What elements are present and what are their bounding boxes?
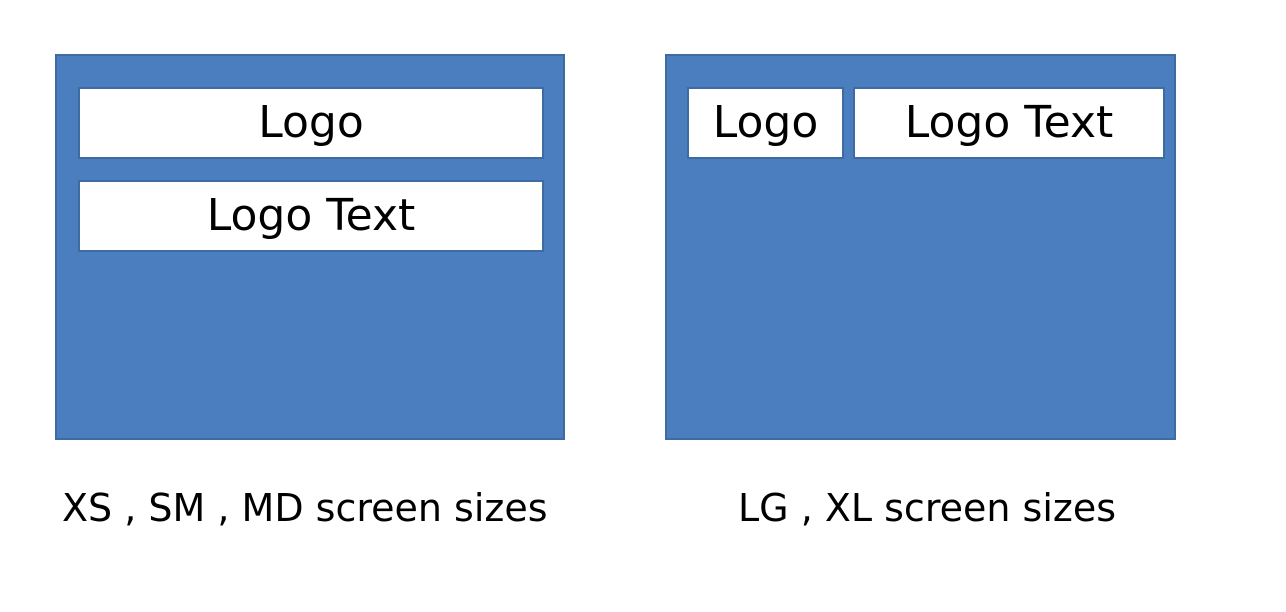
small-screen-layout-panel: Logo Logo Text: [55, 54, 565, 440]
large-screen-caption: LG , XL screen sizes: [738, 486, 1117, 530]
logo-box: Logo: [78, 87, 544, 159]
small-screen-caption: XS , SM , MD screen sizes: [62, 486, 548, 530]
large-screen-layout-panel: Logo Logo Text: [665, 54, 1176, 440]
logo-text-label: Logo Text: [904, 97, 1114, 148]
logo-text-box: Logo Text: [853, 87, 1165, 159]
logo-label: Logo: [712, 97, 819, 148]
logo-text-box: Logo Text: [78, 180, 544, 252]
logo-label: Logo: [258, 97, 364, 148]
logo-text-label: Logo Text: [206, 190, 416, 241]
logo-box: Logo: [687, 87, 844, 159]
